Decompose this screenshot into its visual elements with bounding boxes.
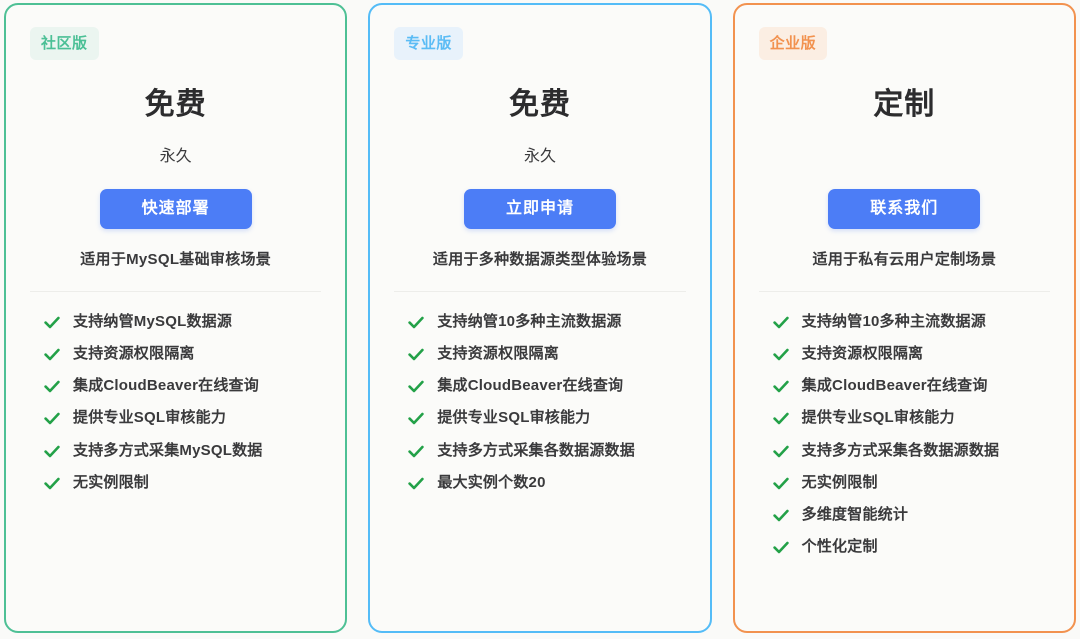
list-item: 提供专业SQL审核能力 <box>759 408 1050 428</box>
feature-text: 支持多方式采集各数据源数据 <box>437 441 635 459</box>
check-icon <box>44 477 60 490</box>
plan-price-professional: 免费 <box>508 88 571 121</box>
check-icon <box>44 380 60 393</box>
plan-price-community: 免费 <box>144 88 207 121</box>
plan-card-professional[interactable]: 专业版 免费 永久 立即申请 适用于多种数据源类型体验场景 支持纳管10多种主流… <box>368 3 712 633</box>
check-icon <box>44 348 60 361</box>
feature-list-professional: 支持纳管10多种主流数据源 支持资源权限隔离 集成CloudBeaver在线查询… <box>394 292 685 494</box>
list-item: 多维度智能统计 <box>759 505 1050 525</box>
feature-text: 集成CloudBeaver在线查询 <box>73 377 259 395</box>
feature-text: 支持纳管MySQL数据源 <box>73 312 233 330</box>
check-icon <box>408 316 425 328</box>
check-icon <box>408 348 425 361</box>
check-icon <box>44 316 60 328</box>
feature-text: 提供专业SQL审核能力 <box>73 409 227 427</box>
check-icon <box>772 509 789 522</box>
check-icon <box>44 413 60 425</box>
list-item: 支持纳管MySQL数据源 <box>30 312 321 332</box>
plan-scenario-enterprise: 适用于私有云用户定制场景 <box>812 251 997 268</box>
feature-text: 最大实例个数20 <box>437 473 546 491</box>
plan-badge-community: 社区版 <box>30 27 99 60</box>
plan-badge-professional: 专业版 <box>394 27 463 60</box>
plan-scenario-community: 适用于MySQL基础审核场景 <box>80 251 272 269</box>
check-icon <box>408 445 425 457</box>
feature-text: 支持纳管10多种主流数据源 <box>437 312 622 330</box>
feature-text: 集成CloudBeaver在线查询 <box>801 377 988 394</box>
contact-us-button[interactable]: 联系我们 <box>828 189 981 229</box>
list-item: 支持多方式采集MySQL数据 <box>30 441 321 461</box>
plan-scenario-professional: 适用于多种数据源类型体验场景 <box>432 251 648 269</box>
check-icon <box>772 541 789 554</box>
plan-period-enterprise <box>759 147 1050 166</box>
plan-divider-professional <box>394 290 686 292</box>
check-icon <box>408 477 425 490</box>
feature-text: 多维度智能统计 <box>801 506 909 523</box>
check-icon <box>772 477 789 490</box>
list-item: 支持资源权限隔离 <box>759 344 1050 364</box>
check-icon <box>772 316 789 328</box>
list-item: 支持多方式采集各数据源数据 <box>759 441 1050 461</box>
list-item: 支持资源权限隔离 <box>30 344 321 364</box>
list-item: 集成CloudBeaver在线查询 <box>30 376 321 396</box>
plan-period-community: 永久 <box>159 148 192 165</box>
plan-badge-enterprise: 企业版 <box>758 27 828 60</box>
list-item: 最大实例个数20 <box>394 473 685 493</box>
feature-text: 无实例限制 <box>801 473 878 491</box>
check-icon <box>772 412 789 425</box>
feature-text: 集成CloudBeaver在线查询 <box>437 377 624 395</box>
plan-card-enterprise[interactable]: 企业版 定制 联系我们 适用于私有云用户定制场景 支持纳管10多种主流数据源 支… <box>732 3 1076 633</box>
check-icon <box>772 380 789 393</box>
apply-now-button[interactable]: 立即申请 <box>463 189 616 230</box>
plan-cta-wrap-enterprise: 联系我们 <box>759 189 1050 229</box>
plan-card-community[interactable]: 社区版 免费 永久 快速部署 适用于MySQL基础审核场景 支持纳管MySQL数… <box>4 3 348 633</box>
plan-period-professional: 永久 <box>523 148 556 165</box>
list-item: 支持纳管10多种主流数据源 <box>394 312 685 332</box>
feature-text: 支持多方式采集各数据源数据 <box>801 441 1000 459</box>
plan-price-enterprise: 定制 <box>873 88 936 121</box>
list-item: 集成CloudBeaver在线查询 <box>394 376 685 396</box>
list-item: 个性化定制 <box>759 537 1050 557</box>
list-item: 提供专业SQL审核能力 <box>394 408 685 428</box>
plan-cta-wrap-professional: 立即申请 <box>394 189 685 230</box>
check-icon <box>44 445 60 457</box>
list-item: 无实例限制 <box>759 473 1050 493</box>
feature-text: 支持资源权限隔离 <box>437 344 559 362</box>
feature-text: 个性化定制 <box>801 538 878 556</box>
plan-divider-community <box>30 290 322 292</box>
plan-cta-wrap-community: 快速部署 <box>30 189 321 230</box>
list-item: 支持资源权限隔离 <box>394 344 685 364</box>
list-item: 支持纳管10多种主流数据源 <box>759 312 1050 332</box>
feature-text: 支持资源权限隔离 <box>73 344 195 362</box>
list-item: 支持多方式采集各数据源数据 <box>394 441 685 461</box>
deploy-button[interactable]: 快速部署 <box>99 189 252 230</box>
check-icon <box>408 413 425 425</box>
check-icon <box>772 348 789 361</box>
feature-text: 无实例限制 <box>73 473 150 491</box>
feature-text: 支持纳管10多种主流数据源 <box>801 312 986 330</box>
feature-text: 支持多方式采集MySQL数据 <box>73 441 263 459</box>
feature-text: 支持资源权限隔离 <box>801 344 924 362</box>
list-item: 提供专业SQL审核能力 <box>30 408 321 428</box>
feature-text: 提供专业SQL审核能力 <box>437 409 591 427</box>
feature-list-enterprise: 支持纳管10多种主流数据源 支持资源权限隔离 集成CloudBeaver在线查询… <box>759 292 1050 558</box>
check-icon <box>408 380 425 393</box>
list-item: 无实例限制 <box>30 473 321 493</box>
feature-text: 提供专业SQL审核能力 <box>801 409 955 427</box>
feature-list-community: 支持纳管MySQL数据源 支持资源权限隔离 集成CloudBeaver在线查询 … <box>30 292 321 494</box>
check-icon <box>772 445 789 457</box>
plan-divider-enterprise <box>758 290 1050 292</box>
list-item: 集成CloudBeaver在线查询 <box>759 376 1050 396</box>
